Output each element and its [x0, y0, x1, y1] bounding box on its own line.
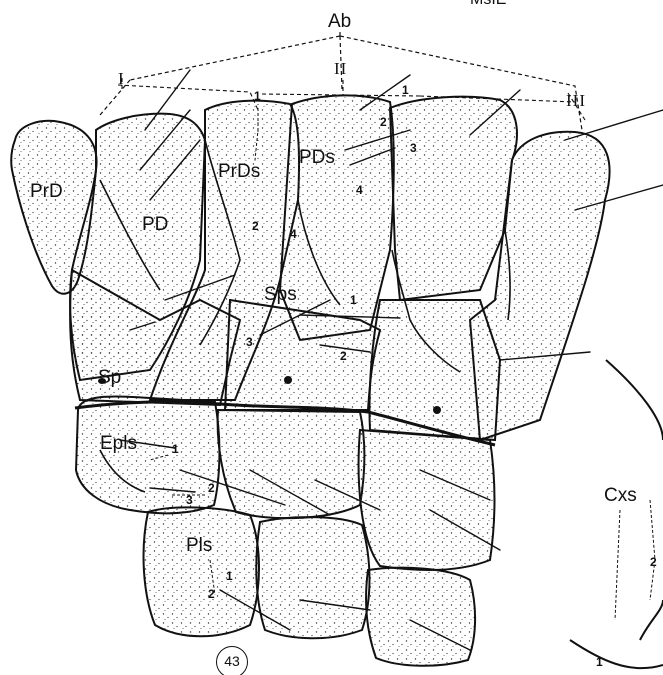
prds-seta-1: 1: [254, 90, 261, 102]
sps-seta-1: 1: [350, 294, 357, 306]
abdomen-label: Ab: [328, 12, 351, 31]
epls-label: Epls: [100, 434, 137, 453]
epls-seta-3: 3: [186, 494, 193, 506]
pd-label: PD: [142, 215, 168, 234]
pds-seta-2: 2: [380, 116, 387, 128]
prds-label: PrDs: [218, 162, 260, 181]
coxa-partial: [570, 360, 663, 668]
sps-label: Sps: [264, 285, 297, 304]
segment-label-1: I: [118, 70, 125, 87]
cxs-seta-2: 2: [650, 556, 657, 568]
cxs-seta-1: 1: [596, 656, 603, 668]
figure-number-badge: 43: [216, 646, 248, 675]
sps-seta-3: 3: [246, 336, 253, 348]
pleural-lobes: [76, 396, 495, 665]
pls-label: Pls: [186, 536, 212, 555]
header-fragment-label: MsIE: [470, 0, 506, 8]
sp-label: Sp: [98, 368, 121, 387]
prds-seta-2: 2: [252, 220, 259, 232]
pls-seta-2: 2: [208, 588, 215, 600]
sps-seta-2: 2: [340, 350, 347, 362]
epls-seta-1: 1: [172, 443, 179, 455]
cxs-label: Cxs: [604, 486, 637, 505]
pds-seta-4: 4: [356, 184, 363, 196]
sps-seta-4: 4: [290, 228, 297, 240]
segment-label-2: II: [334, 60, 347, 77]
prd-label: PrD: [30, 182, 63, 201]
epls-seta-2: 2: [208, 482, 215, 494]
pds-seta-1: 1: [402, 84, 409, 96]
segment-label-3: III: [566, 92, 586, 109]
pds-seta-3: 3: [410, 142, 417, 154]
pls-seta-1: 1: [226, 570, 233, 582]
pds-label: PDs: [299, 148, 335, 167]
